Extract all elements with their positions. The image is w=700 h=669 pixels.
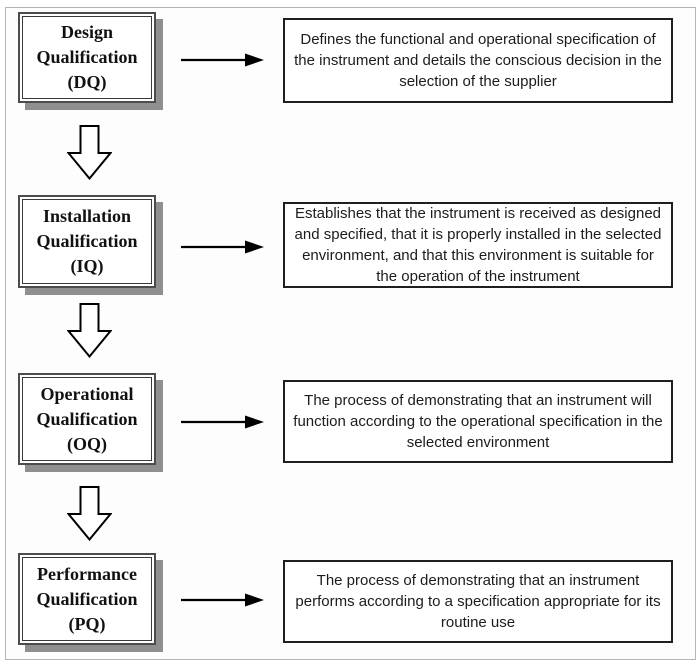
stage-box-inner-border: Performance Qualification (PQ) [22,557,152,641]
stage-name: Installation Qualification [36,206,138,251]
stage-description-text: The process of demonstrating that an ins… [293,392,663,451]
stage-abbr: (PQ) [68,613,106,634]
stage-box-design-qualification: Design Qualification (DQ) [18,12,156,103]
down-arrow-icon [67,125,112,180]
right-arrow-icon [181,415,264,429]
stage-abbr: (DQ) [67,72,107,92]
down-arrow-icon [67,303,112,358]
stage-description-box-iq: Establishes that the instrument is recei… [283,202,673,288]
stage-description-box-pq: The process of demonstrating that an ins… [283,560,673,643]
stage-abbr: (OQ) [67,433,107,454]
stage-name: Operational Qualification [36,383,138,429]
stage-description-text: Establishes that the instrument is recei… [294,205,662,285]
stage-name: Design Qualification [36,22,138,67]
diagram-frame [5,7,696,660]
right-arrow-icon [181,593,264,607]
stage-description-text: The process of demonstrating that an ins… [295,572,661,631]
down-arrow-icon [67,486,112,541]
right-arrow-icon [181,240,264,254]
stage-name: Performance Qualification [36,563,138,609]
stage-box-operational-qualification: Operational Qualification (OQ) [18,373,156,465]
stage-box-inner-border: Operational Qualification (OQ) [22,377,152,461]
stage-box-installation-qualification: Installation Qualification (IQ) [18,195,156,288]
stage-box-performance-qualification: Performance Qualification (PQ) [18,553,156,645]
stage-box-inner-border: Installation Qualification (IQ) [22,199,152,284]
right-arrow-icon [181,53,264,67]
stage-description-text: Defines the functional and operational s… [294,31,662,90]
stage-description-box-oq: The process of demonstrating that an ins… [283,380,673,463]
stage-description-box-dq: Defines the functional and operational s… [283,18,673,103]
stage-box-inner-border: Design Qualification (DQ) [22,16,152,99]
stage-abbr: (IQ) [70,256,104,276]
